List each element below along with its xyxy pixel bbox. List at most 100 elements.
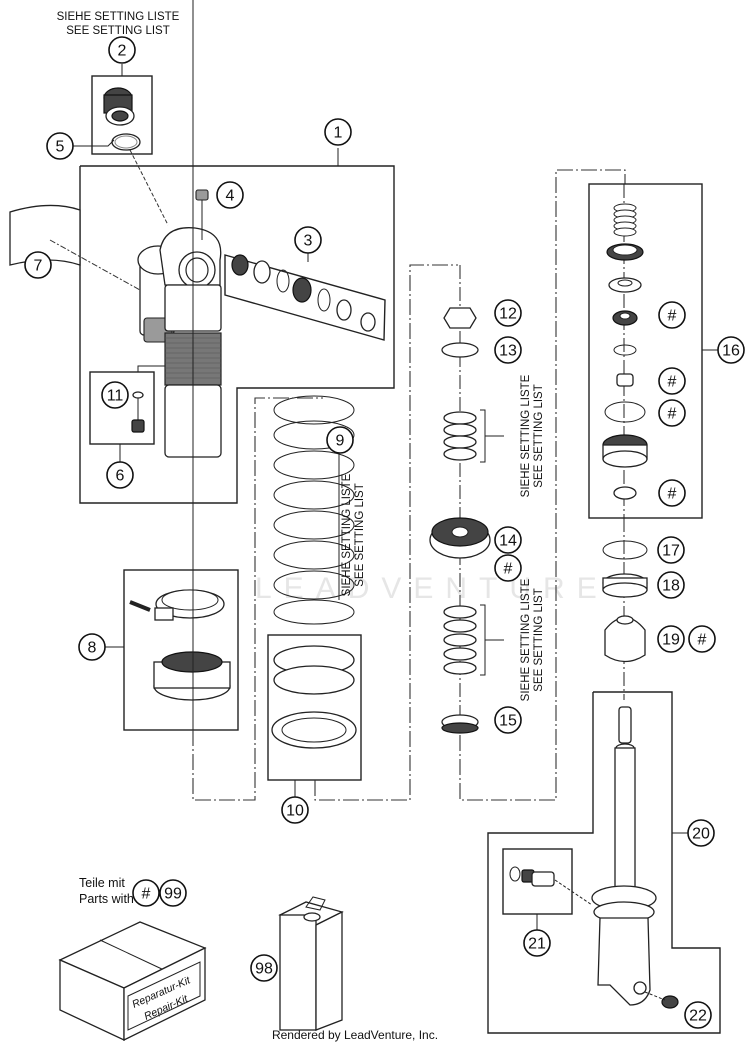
callout-circle [108,36,136,64]
spring-setting-note-line1: SIEHE SETTING LISTE [341,473,353,596]
callout-circle [294,226,322,254]
adjuster-group-2 [72,64,153,155]
callout-circle [106,461,134,489]
callout-label: 6 [116,468,125,485]
callout-label: 2 [118,43,127,60]
callout-circle [658,399,686,427]
spring-9 [273,395,355,625]
piston-rod-group-20 [487,691,721,1034]
piston-stack [429,169,626,801]
callout-label: 10 [286,803,304,820]
hash-marker-2: # [658,367,686,395]
callout-13: 13 [494,336,522,364]
callout-label: 18 [662,578,680,595]
callout-circle [494,336,522,364]
callout-circle [684,1001,712,1029]
callout-circle [688,625,716,653]
callout-circle [658,367,686,395]
callout-14: 14 [494,526,522,554]
callout-circle [494,706,522,734]
callout-18: 18 [657,571,685,599]
callout-label: 14 [499,533,517,550]
callout-circle [250,954,278,982]
callout-1: 1 [324,118,352,146]
lower-stack-note-line1: SIEHE SETTING LISTE [520,578,532,701]
spring-seat-group-10 [267,264,458,801]
callout-19: 19 [657,625,685,653]
callout-8: 8 [78,633,106,661]
callout-label: 98 [255,961,273,978]
callout-circle [78,633,106,661]
callout-7: 7 [24,251,52,279]
callout-circle [281,796,309,824]
callout-label: 17 [662,543,680,560]
callout-label: 8 [88,640,97,657]
callout-label: # [668,406,677,423]
callout-10: 10 [281,796,309,824]
callout-label: 13 [499,343,517,360]
callout-label: 20 [692,826,710,843]
callout-circle [494,554,522,582]
callout-20: 20 [687,819,715,847]
callout-circle [657,625,685,653]
callout-label: 1 [334,125,343,142]
callout-label: # [668,374,677,391]
callout-5: 5 [46,132,74,160]
callout-label: 7 [34,258,43,275]
callout-circle [494,526,522,554]
hash-marker-7: # [132,879,160,907]
oil-canister [278,896,344,1031]
callout-label: 15 [499,713,517,730]
callout-circle [159,879,187,907]
preload-group-8 [104,0,323,801]
callout-3: 3 [294,226,322,254]
callout-label: # [668,308,677,325]
callout-circle [494,299,522,327]
callout-99: 99 [159,879,187,907]
callout-circle [326,426,354,454]
callout-circle [717,336,745,364]
callout-4: 4 [216,181,244,209]
callout-15: 15 [494,706,522,734]
callout-label: 16 [722,343,740,360]
callout-9: 9 [326,426,354,454]
hash-marker-1: # [658,301,686,329]
callout-98: 98 [250,954,278,982]
spring-setting-note-line2: SEE SETTING LIST [354,483,366,587]
callout-label: # [698,632,707,649]
callout-label: 4 [226,188,235,205]
callout-11: 11 [101,381,129,409]
seal-head-group-16 [588,183,718,519]
callout-label: 5 [56,139,65,156]
callout-circle [523,929,551,957]
callout-21: 21 [523,929,551,957]
lower-parts-17-19 [602,518,648,700]
callout-6: 6 [106,461,134,489]
callout-circle [658,301,686,329]
callout-circle [24,251,52,279]
hash-marker-4: # [658,479,686,507]
hash-marker-5: # [494,554,522,582]
upper-stack-note-line2: SEE SETTING LIST [533,384,545,488]
callout-circle [324,118,352,146]
callout-circle [687,819,715,847]
callout-2: 2 [108,36,136,64]
hash-marker-3: # [658,399,686,427]
callout-16: 16 [717,336,745,364]
footer-credit: Rendered by LeadVenture, Inc. [272,1028,438,1042]
callout-label: 21 [528,936,546,953]
callout-label: 19 [662,632,680,649]
callout-label: # [668,486,677,503]
callout-label: 11 [107,388,124,405]
callout-circle [657,536,685,564]
repair-kit-box: Reparatur-Kit Repair-Kit [58,921,207,1042]
hash-marker-6: # [688,625,716,653]
legend-line2: Parts with [79,892,134,906]
callout-circle [132,879,160,907]
callout-label: # [142,886,151,903]
callout-label: 12 [499,306,517,323]
watermark-text: LEADVENTURE [255,572,609,605]
callout-17: 17 [657,536,685,564]
upper-stack-note-line1: SIEHE SETTING LISTE [520,374,532,497]
callout-circle [46,132,74,160]
